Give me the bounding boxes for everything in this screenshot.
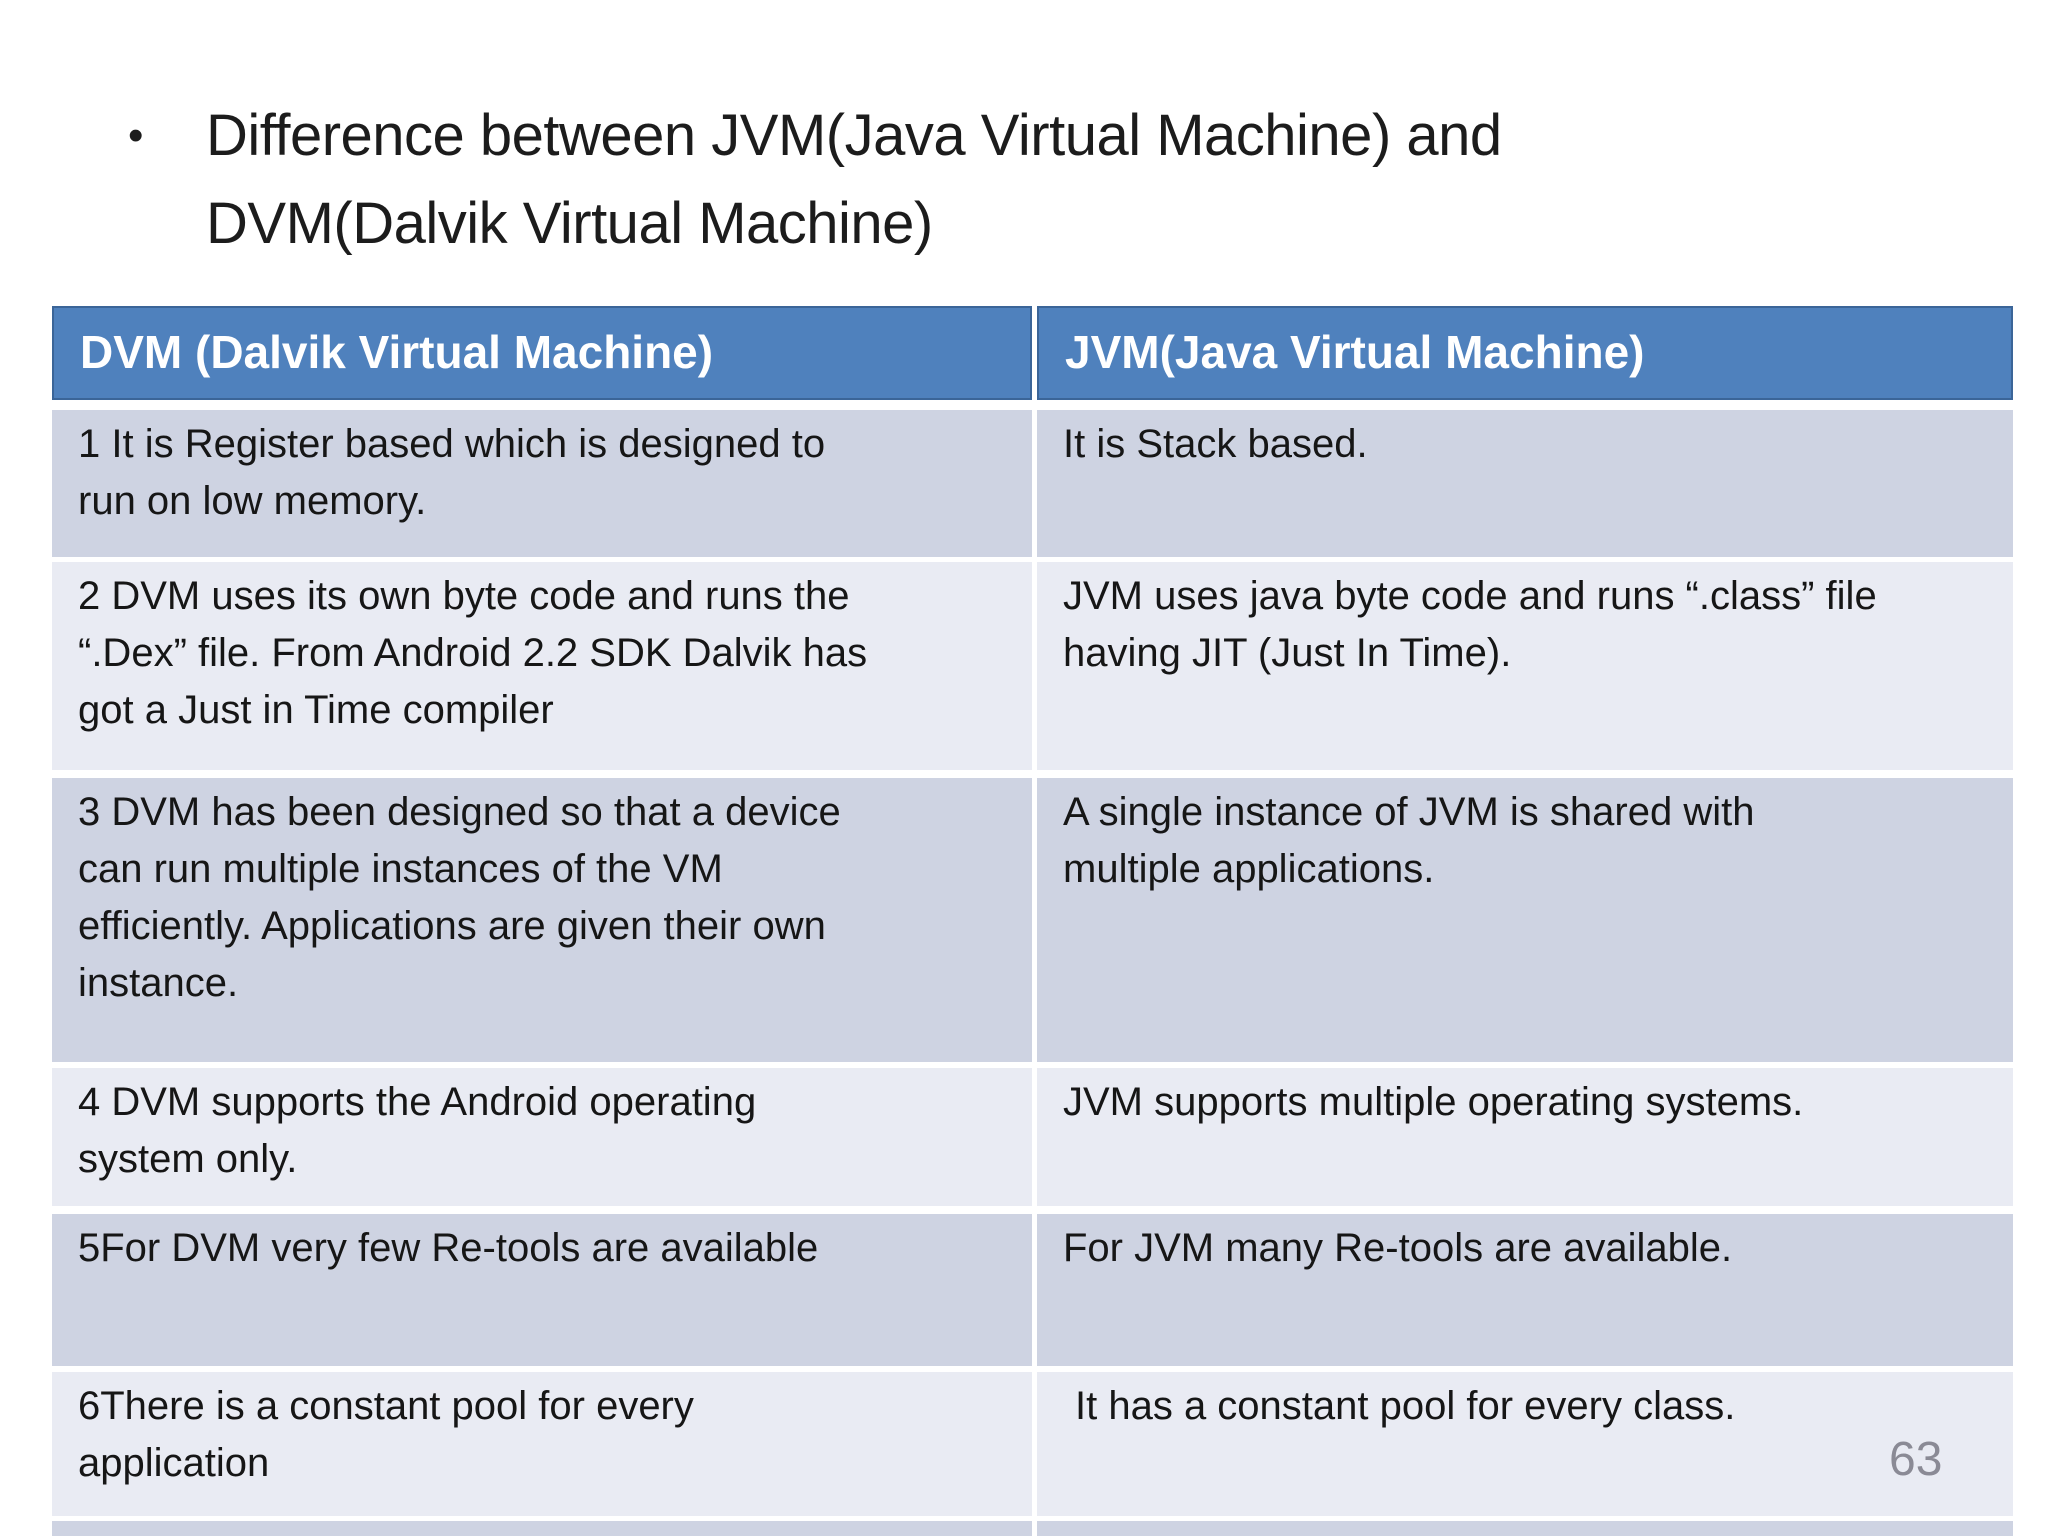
table-header-row: DVM (Dalvik Virtual Machine) JVM(Java Vi… — [52, 306, 2013, 400]
page-title: Difference between JVM(Java Virtual Mach… — [206, 103, 1502, 256]
cell-jvm: It has a constant pool for every class. — [1037, 1372, 2013, 1516]
table-row: 1 It is Register based which is designed… — [52, 410, 2013, 557]
cell-dvm: 4 DVM supports the Android operating sys… — [52, 1068, 1032, 1206]
column-header-jvm: JVM(Java Virtual Machine) — [1037, 306, 2013, 400]
cell-dvm: 5For DVM very few Re-tools are available — [52, 1214, 1032, 1366]
cell-jvm: JVM supports multiple operating systems. — [1037, 1068, 2013, 1206]
table-row: 2 DVM uses its own byte code and runs th… — [52, 562, 2013, 770]
bullet-marker: • — [128, 111, 144, 160]
cell-dvm: 1 It is Register based which is designed… — [52, 410, 1032, 557]
cell-jvm: JVM uses java byte code and runs “.class… — [1037, 562, 2013, 770]
table-row: 5For DVM very few Re-tools are available… — [52, 1214, 2013, 1366]
table-row: 4 DVM supports the Android operating sys… — [52, 1068, 2013, 1206]
cell-jvm — [1037, 1521, 2013, 1536]
table-row-clipped — [52, 1521, 2013, 1536]
cell-dvm — [52, 1521, 1032, 1536]
page-number: 63 — [1889, 1433, 1943, 1486]
cell-dvm: 3 DVM has been designed so that a device… — [52, 778, 1032, 1062]
table-row: 6There is a constant pool for every appl… — [52, 1372, 2013, 1516]
slide-title-block: • Difference between JVM(Java Virtual Ma… — [128, 92, 1806, 268]
comparison-table: DVM (Dalvik Virtual Machine) JVM(Java Vi… — [52, 306, 2013, 1536]
table-row: 3 DVM has been designed so that a device… — [52, 778, 2013, 1062]
cell-jvm: It is Stack based. — [1037, 410, 2013, 557]
cell-jvm: A single instance of JVM is shared with … — [1037, 778, 2013, 1062]
cell-jvm: For JVM many Re-tools are available. — [1037, 1214, 2013, 1366]
column-header-dvm: DVM (Dalvik Virtual Machine) — [52, 306, 1032, 400]
cell-dvm: 2 DVM uses its own byte code and runs th… — [52, 562, 1032, 770]
cell-dvm: 6There is a constant pool for every appl… — [52, 1372, 1032, 1516]
